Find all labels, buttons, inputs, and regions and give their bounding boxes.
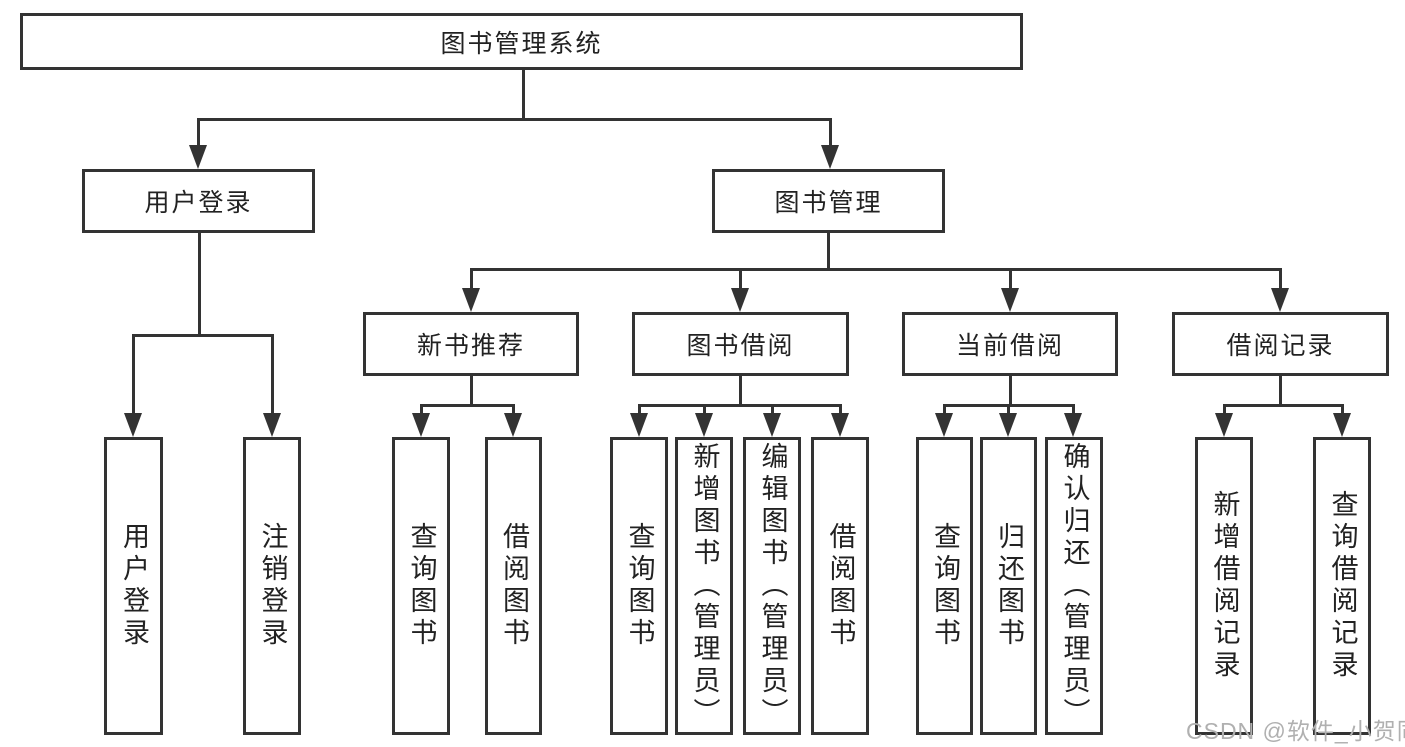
node-label: 图书借阅 xyxy=(686,332,795,360)
leaf-borrow-books: 借阅图书 xyxy=(811,437,869,735)
connector-line xyxy=(943,404,946,418)
arrow-down-icon xyxy=(462,288,480,312)
connector-line xyxy=(132,334,135,418)
node-label: 借阅记录 xyxy=(1226,332,1335,360)
leaf-add-borrow-record: 新增借阅记录 xyxy=(1195,437,1253,735)
connector-line xyxy=(1223,404,1344,407)
node-label: 用户登录 xyxy=(144,189,253,217)
arrow-down-icon xyxy=(831,413,849,437)
leaf-label: 查询图书 xyxy=(624,522,655,650)
leaf-label: 确认归还（管理员） xyxy=(1059,442,1090,730)
node-user-login: 用户登录 xyxy=(82,169,315,233)
node-book-management: 图书管理 xyxy=(712,169,945,233)
connector-line xyxy=(197,118,831,121)
arrow-down-icon xyxy=(412,413,430,437)
node-label: 新书推荐 xyxy=(416,332,525,360)
connector-line xyxy=(197,118,200,150)
node-book-borrow: 图书借阅 xyxy=(632,312,849,376)
leaf-label: 借阅图书 xyxy=(499,522,529,650)
connector-line xyxy=(522,69,525,120)
leaf-query-borrow-record: 查询借阅记录 xyxy=(1313,437,1371,735)
leaf-label: 借阅图书 xyxy=(825,522,856,650)
arrow-down-icon xyxy=(630,413,648,437)
connector-line xyxy=(470,376,473,406)
leaf-label: 查询图书 xyxy=(406,522,437,650)
connector-line xyxy=(638,404,641,418)
arrow-down-icon xyxy=(999,413,1017,437)
arrow-down-icon xyxy=(695,413,713,437)
connector-line xyxy=(1009,376,1012,406)
arrow-down-icon xyxy=(124,413,142,437)
node-new-book-recommend: 新书推荐 xyxy=(363,312,579,376)
arrow-down-icon xyxy=(763,413,781,437)
connector-line xyxy=(420,404,514,407)
connector-line xyxy=(739,376,742,406)
connector-line xyxy=(198,233,201,335)
node-label: 图书管理 xyxy=(774,189,883,217)
connector-line xyxy=(1223,404,1226,418)
leaf-label: 新增图书（管理员） xyxy=(689,442,720,730)
connector-line xyxy=(739,268,742,294)
leaf-query-books-current: 查询图书 xyxy=(916,437,973,735)
node-borrow-records: 借阅记录 xyxy=(1172,312,1389,376)
connector-line xyxy=(638,404,841,407)
connector-line xyxy=(470,268,473,294)
arrow-down-icon xyxy=(189,145,207,169)
connector-line xyxy=(829,118,832,150)
node-root: 图书管理系统 xyxy=(20,13,1023,70)
leaf-query-books-borrow: 查询图书 xyxy=(610,437,668,735)
connector-line xyxy=(1341,404,1344,418)
leaf-confirm-return-admin: 确认归还（管理员） xyxy=(1045,437,1103,735)
leaf-label: 注销登录 xyxy=(257,522,288,650)
node-label: 当前借阅 xyxy=(955,332,1064,360)
leaf-add-books-admin: 新增图书（管理员） xyxy=(675,437,733,735)
arrow-down-icon xyxy=(821,145,839,169)
node-current-borrow: 当前借阅 xyxy=(902,312,1118,376)
connector-line xyxy=(132,334,274,337)
arrow-down-icon xyxy=(263,413,281,437)
leaf-return-books: 归还图书 xyxy=(980,437,1037,735)
connector-line xyxy=(1007,404,1010,418)
connector-line xyxy=(271,334,274,418)
arrow-down-icon xyxy=(731,288,749,312)
leaf-borrow-books-recommend: 借阅图书 xyxy=(485,437,542,735)
leaf-user-login: 用户登录 xyxy=(104,437,163,735)
arrow-down-icon xyxy=(1215,413,1233,437)
arrow-down-icon xyxy=(1064,413,1082,437)
connector-line xyxy=(1072,404,1075,418)
leaf-edit-books-admin: 编辑图书（管理员） xyxy=(743,437,801,735)
leaf-label: 新增借阅记录 xyxy=(1209,490,1240,682)
arrow-down-icon xyxy=(935,413,953,437)
connector-line xyxy=(827,233,830,270)
leaf-logout: 注销登录 xyxy=(243,437,301,735)
arrow-down-icon xyxy=(504,413,522,437)
leaf-label: 查询图书 xyxy=(930,522,960,650)
arrow-down-icon xyxy=(1001,288,1019,312)
connector-line xyxy=(839,404,842,418)
leaf-query-books-recommend: 查询图书 xyxy=(392,437,450,735)
connector-line xyxy=(512,404,515,418)
connector-line xyxy=(1279,268,1282,294)
connector-line xyxy=(470,268,1281,271)
csdn-watermark: CSDN @软件_小贺同学 xyxy=(1186,718,1405,744)
connector-line xyxy=(420,404,423,418)
leaf-label: 用户登录 xyxy=(119,522,149,650)
connector-line xyxy=(771,404,774,418)
connector-line xyxy=(1279,376,1282,406)
leaf-label: 编辑图书（管理员） xyxy=(757,442,788,730)
leaf-label: 归还图书 xyxy=(994,522,1024,650)
leaf-label: 查询借阅记录 xyxy=(1327,490,1358,682)
node-root-label: 图书管理系统 xyxy=(440,29,603,58)
arrow-down-icon xyxy=(1271,288,1289,312)
connector-line xyxy=(1009,268,1012,294)
arrow-down-icon xyxy=(1333,413,1351,437)
connector-line xyxy=(703,404,706,418)
